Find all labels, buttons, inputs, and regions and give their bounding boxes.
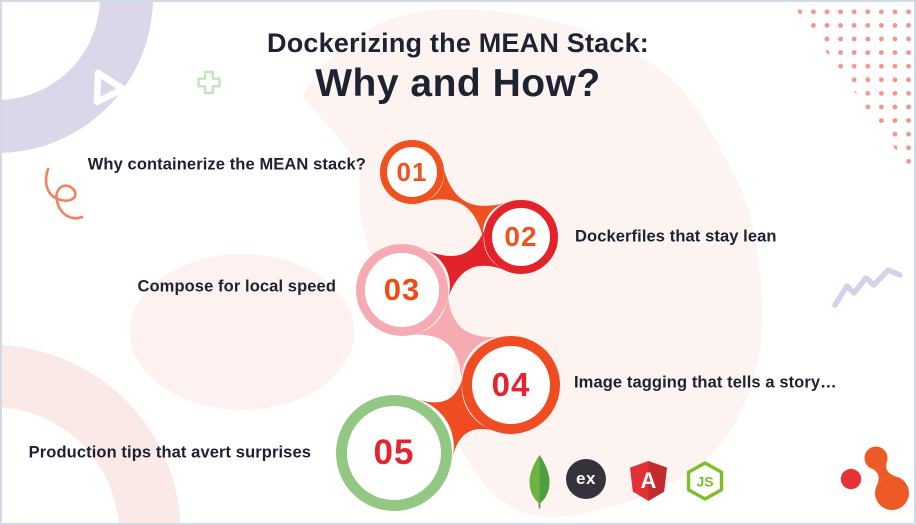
step-label-01: Why containerize the MEAN stack? [87, 155, 366, 174]
step-circle-04: 04 [462, 336, 560, 434]
connector-02-03 [425, 226, 506, 299]
step-circle-03: 03 [356, 244, 448, 336]
play-triangle-icon [93, 69, 127, 106]
plus-icon [197, 70, 221, 95]
connector-04-05 [418, 375, 496, 459]
squiggle-icon [44, 167, 84, 220]
step-number-01: 01 [396, 156, 428, 187]
step-label-04: Image tagging that tells a story… [574, 373, 837, 392]
mongodb-logo [528, 454, 551, 514]
zigzag-icon [832, 267, 903, 308]
step-label-03: Compose for local speed [137, 277, 336, 296]
step-label-02: Dockerfiles that stay lean [575, 227, 777, 246]
page-title: Dockerizing the MEAN Stack: Why and How? [2, 28, 914, 106]
title-line-1: Dockerizing the MEAN Stack: [267, 28, 649, 58]
title-line-2: Why and How? [315, 62, 601, 106]
molecule-shape [840, 446, 909, 510]
nodejs-hexagon-icon: JS [686, 461, 724, 501]
pink-ring [2, 345, 181, 523]
step-circle-02: 02 [484, 200, 558, 274]
step-number-04: 04 [491, 366, 531, 403]
express-logo-text: ex [576, 469, 596, 488]
step-circle-05: 05 [336, 395, 452, 511]
step-number-03: 03 [383, 272, 421, 307]
connector-01-02 [422, 166, 507, 241]
lavender-ring [2, 2, 153, 153]
mongodb-leaf-icon [529, 455, 550, 509]
connector-03-04 [409, 290, 501, 381]
nodejs-logo-text: JS [696, 474, 713, 490]
angular-logo-text: A [641, 468, 657, 493]
nodejs-logo: JS [686, 461, 724, 506]
step-number-02: 02 [504, 221, 538, 252]
step-circle-01: 01 [380, 140, 444, 204]
background-blob-faint [130, 254, 354, 410]
angular-logo: A [630, 461, 667, 506]
express-logo: ex [566, 459, 606, 499]
angular-shield-icon: A [630, 461, 667, 501]
step-number-05: 05 [373, 433, 415, 472]
step-label-05: Production tips that avert surprises [28, 443, 311, 462]
